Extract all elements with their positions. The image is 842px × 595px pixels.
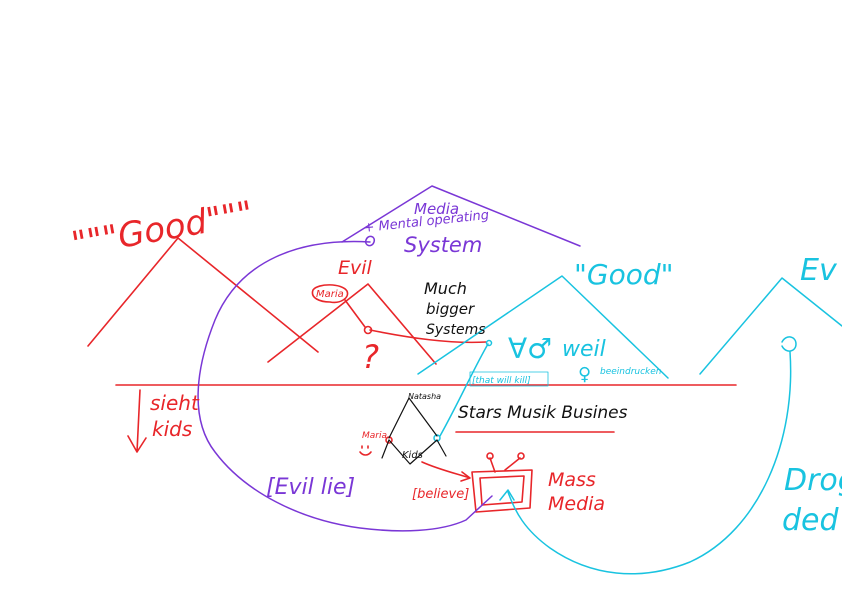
kids-tree-label: Kids [402,450,423,461]
tv-antennas [489,457,521,473]
sieht-label: sieht [150,391,200,415]
sieht-down-arrow [127,389,147,453]
red-strokes [87,237,737,513]
kids-label: kids [152,417,192,441]
cyan-link-to-tree [439,343,489,437]
big-cyan-loop [507,351,792,575]
good-dot [485,339,493,347]
beeindrucken-label: beeindrucken [600,367,662,377]
big-purple-loop [197,240,493,532]
good-left-label: """Good""" [69,194,257,265]
evil-label: Evil [338,257,373,279]
media-label-line3: System [404,233,482,257]
maria-smiley [359,445,372,456]
tree-bottom-branches [388,439,438,465]
much-label-line3: Systems [426,322,486,338]
question-mark: ? [362,338,379,376]
kids-to-tv-arrow [421,461,471,482]
that-will-kill-label: [that will kill] [472,376,531,386]
stars-music-label: Stars Musik Busines [458,403,628,423]
drogen-label-line2: ded [782,503,840,538]
maria-to-question-line [344,299,366,328]
weil-label: weil [562,337,606,362]
media-mountain [341,185,581,247]
evil-mountain [267,283,437,365]
tree-top-branches [388,397,438,439]
tv-antenna-knob-right [517,452,525,460]
maria-tree-label: Maria [362,431,387,441]
media-label-line1: Media [414,200,459,218]
purple-scribble [364,235,376,247]
gender-symbols: ∀♂ [508,332,552,365]
tv-antenna-knob-left [486,452,494,460]
good-right-partial-label: Ev [800,253,838,288]
natasha-label: Natasha [408,392,441,401]
cyan-scribble [781,336,797,352]
good-mountain [417,275,669,379]
drogen-label-line1: Drog [784,463,842,498]
maria-bubble [311,284,349,304]
much-label-line2: bigger [426,300,475,318]
cyan-strokes [417,275,842,575]
believe-label: [believe] [412,487,469,502]
cyan-loop-arrowhead [499,489,515,501]
female-symbol: ♀ [578,364,591,385]
mass-label: Mass [548,469,596,491]
much-label-line1: Much [424,279,467,298]
tv-box [471,469,533,513]
maria-label-top: Maria [316,289,344,300]
black-strokes [381,397,447,465]
arrow-to-good-mountain [369,329,487,344]
evil-lie-label: [Evil lie] [266,475,355,500]
that-will-kill-box [469,371,549,387]
good-center-label: "Good" [574,258,674,291]
media-label: Media [548,493,605,515]
purple-strokes [197,185,581,532]
right-mountain [699,277,842,375]
left-mountain [87,237,319,353]
tree-right-foot [436,439,447,457]
tree-left-foot [381,439,390,459]
